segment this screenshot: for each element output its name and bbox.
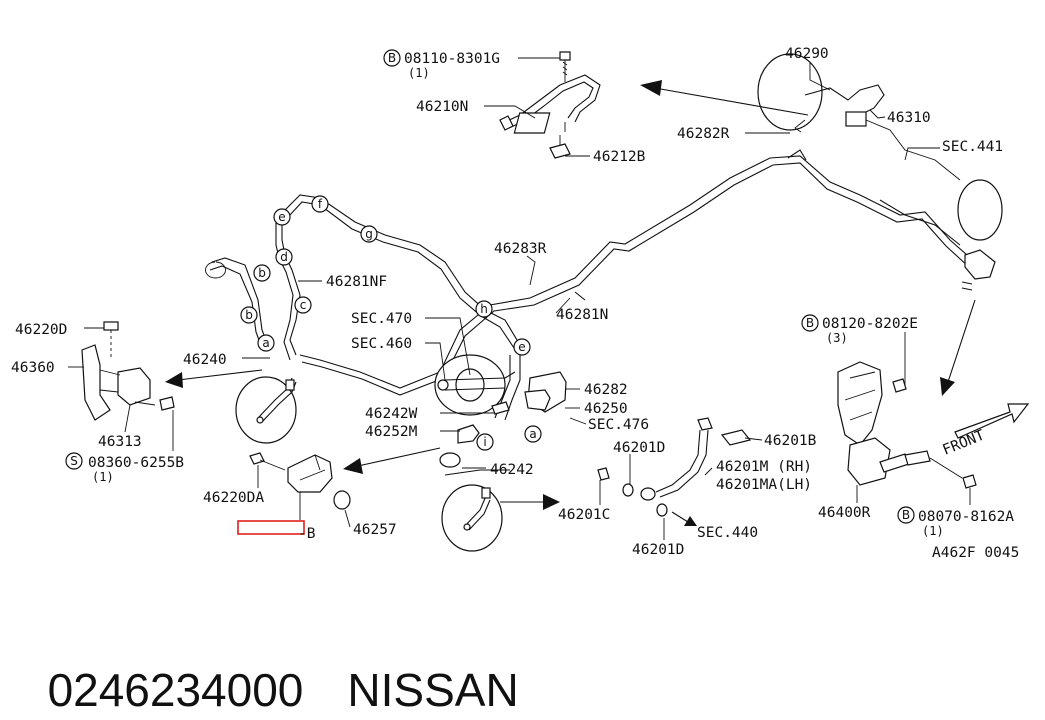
front-hose-46201M [597, 417, 752, 517]
leader-lines [68, 57, 971, 540]
label-sec441: SEC.441 [942, 139, 1003, 155]
label-46201B: 46201B [764, 433, 817, 449]
label-46360: 46360 [11, 360, 55, 376]
marker-e-right: e [513, 338, 531, 356]
diagram-canvas: e f g d b c b a h e a i [11, 46, 1030, 716]
marker-e-upper: e [273, 208, 291, 226]
center-hose-46242 [441, 484, 503, 552]
svg-text:a: a [262, 336, 269, 350]
brake-tubes [205, 149, 976, 421]
label-46240: 46240 [183, 352, 227, 368]
bolt-symbols: B S B B [65, 49, 915, 524]
label-46220D: 46220D [15, 322, 67, 338]
label-08120-qty: (3) [826, 331, 848, 345]
label-sec470: SEC.470 [351, 311, 412, 327]
label-46242: 46242 [490, 462, 534, 478]
label-46201MA: 46201MA(LH) [716, 477, 812, 493]
svg-text:f: f [318, 197, 323, 211]
svg-text:b: b [245, 308, 253, 322]
svg-text:B: B [806, 316, 814, 330]
left-hose-46240 [235, 376, 297, 444]
label-46310: 46310 [887, 110, 931, 126]
label-46212B: 46212B [593, 149, 646, 165]
label-46210N: 46210N [416, 99, 468, 115]
label-08110-8301G: 08110-8301G [404, 51, 500, 67]
svg-text:g: g [365, 227, 373, 241]
svg-text:h: h [480, 302, 488, 316]
label-46252M: 46252M [365, 424, 418, 440]
label-08110-qty: (1) [408, 66, 430, 80]
marker-b-lower: b [240, 306, 258, 324]
marker-g: g [360, 225, 378, 243]
label-46364B-suffix: -B [298, 526, 316, 542]
top-assembly-46210N [499, 51, 601, 159]
label-sec476: SEC.476 [588, 417, 649, 433]
svg-text:c: c [300, 298, 307, 312]
direction-arrows [165, 80, 1030, 526]
label-sec440: SEC.440 [697, 525, 758, 541]
callout-labels: 46290 08110-8301G (1) 46210N 46212B 4628… [11, 46, 1019, 561]
label-46201D-bottom: 46201D [632, 542, 684, 558]
label-08120-8202E: 08120-8202E [822, 316, 918, 332]
svg-text:a: a [529, 427, 536, 441]
label-46242W: 46242W [365, 406, 418, 422]
label-46281NF: 46281NF [326, 274, 387, 290]
label-46281N: 46281N [556, 307, 608, 323]
svg-text:B: B [388, 51, 396, 65]
svg-text:S: S [70, 454, 78, 468]
marker-a-center: a [524, 425, 542, 443]
label-sec460: SEC.460 [351, 336, 412, 352]
label-08360-6255B: 08360-6255B [88, 455, 184, 471]
label-46201C: 46201C [558, 507, 610, 523]
label-46220DA: 46220DA [203, 490, 264, 506]
caption: 0246234000 NISSAN [22, 600, 519, 716]
label-46400R: 46400R [818, 505, 871, 521]
marker-f: f [311, 195, 329, 213]
svg-text:B: B [902, 508, 910, 522]
caption-part-number: 0246234000 [47, 664, 304, 716]
label-46201M: 46201M (RH) [716, 459, 812, 475]
label-46250: 46250 [584, 401, 628, 417]
brake-piping-diagram: e f g d b c b a h e a i [11, 46, 1030, 561]
center-assembly [434, 354, 567, 476]
label-figure-code: A462F 0045 [932, 545, 1019, 561]
bolt-mark-08110: B [383, 49, 401, 67]
label-46201D-top: 46201D [613, 440, 665, 456]
label-46283R: 46283R [494, 241, 547, 257]
label-08070-qty: (1) [922, 524, 944, 538]
label-46282: 46282 [584, 382, 628, 398]
svg-text:e: e [518, 340, 525, 354]
marker-b-upper: b [253, 264, 271, 282]
marker-a-left: a [257, 334, 275, 352]
upper-right-assembly [757, 53, 1003, 291]
svg-text:e: e [278, 210, 285, 224]
label-46282R: 46282R [677, 126, 730, 142]
svg-text:d: d [280, 250, 288, 264]
caption-brand: NISSAN [347, 664, 519, 716]
highlight-box-46364B [237, 520, 305, 535]
bolt-mark-08360: S [65, 452, 83, 470]
bolt-mark-08120: B [801, 314, 819, 332]
marker-d: d [275, 248, 293, 266]
svg-text:i: i [483, 435, 486, 449]
caliper-assembly-46400R [837, 361, 977, 489]
label-46257: 46257 [353, 522, 397, 538]
label-08360-qty: (1) [92, 470, 114, 484]
marker-c: c [294, 296, 312, 314]
label-08070-8162A: 08070-8162A [918, 509, 1014, 525]
marker-h: h [475, 300, 493, 318]
valve-assembly-46220DA [249, 452, 351, 520]
circle-letter-markers: e f g d b c b a h e a i [240, 195, 542, 451]
marker-i: i [476, 433, 494, 451]
svg-text:b: b [258, 266, 266, 280]
label-46290: 46290 [785, 46, 829, 62]
left-bracket-assembly [81, 321, 175, 421]
label-46313: 46313 [98, 434, 142, 450]
bolt-mark-08070: B [897, 506, 915, 524]
